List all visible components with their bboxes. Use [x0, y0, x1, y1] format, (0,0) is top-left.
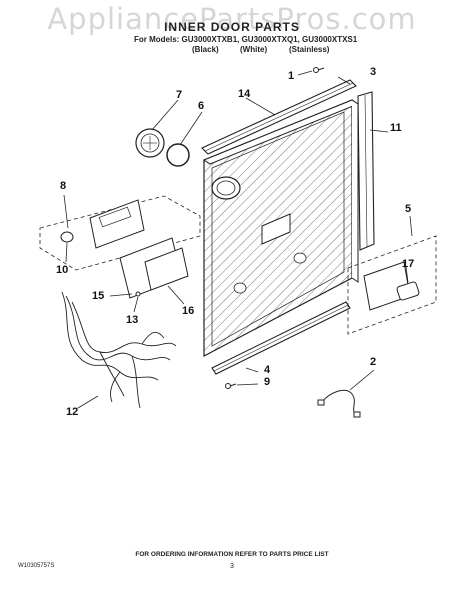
callout-11: 11	[390, 122, 402, 134]
callout-12: 12	[66, 406, 79, 418]
dispenser-group	[347, 235, 437, 335]
door-trim-side	[357, 91, 375, 251]
screw	[313, 67, 325, 73]
ordering-note: FOR ORDERING INFORMATION REFER TO PARTS …	[135, 551, 329, 558]
callout-2: 2	[370, 356, 377, 368]
callout-3: 3	[370, 66, 377, 78]
screw-bottom	[225, 383, 237, 389]
callout-1: 1	[288, 70, 295, 82]
door-trim-bottom	[211, 301, 351, 375]
page-title: INNER DOOR PARTS	[164, 20, 300, 34]
callout-14: 14	[238, 88, 251, 100]
callout-16: 16	[182, 305, 195, 317]
vent-assembly	[135, 128, 165, 158]
callout-8: 8	[60, 180, 67, 192]
watermark: AppliancePartsPros.com	[47, 2, 417, 36]
finish-black: (Black)	[192, 45, 219, 54]
vent-gasket	[166, 143, 190, 167]
callout-13: 13	[126, 314, 139, 326]
document-number: W10305757S	[18, 563, 55, 569]
page-number: 3	[230, 563, 234, 570]
callout-17: 17	[402, 258, 415, 270]
cover-plate	[119, 237, 189, 299]
cover-screw	[135, 291, 141, 297]
finish-stainless: (Stainless)	[289, 45, 330, 54]
cable	[317, 389, 361, 418]
wire-harness	[61, 291, 177, 409]
leader-lines	[63, 70, 413, 409]
callout-5: 5	[405, 203, 412, 215]
control-module-group	[39, 195, 201, 271]
callout-9: 9	[264, 376, 271, 388]
callout-15: 15	[92, 290, 105, 302]
callout-4: 4	[264, 364, 271, 376]
door-trim-top	[201, 79, 357, 155]
callout-6: 6	[198, 100, 205, 112]
finish-white: (White)	[240, 45, 268, 54]
models-line: For Models: GU3000XTXB1, GU3000XTXQ1, GU…	[134, 35, 358, 44]
callout-7: 7	[176, 89, 183, 101]
callout-10: 10	[56, 264, 69, 276]
